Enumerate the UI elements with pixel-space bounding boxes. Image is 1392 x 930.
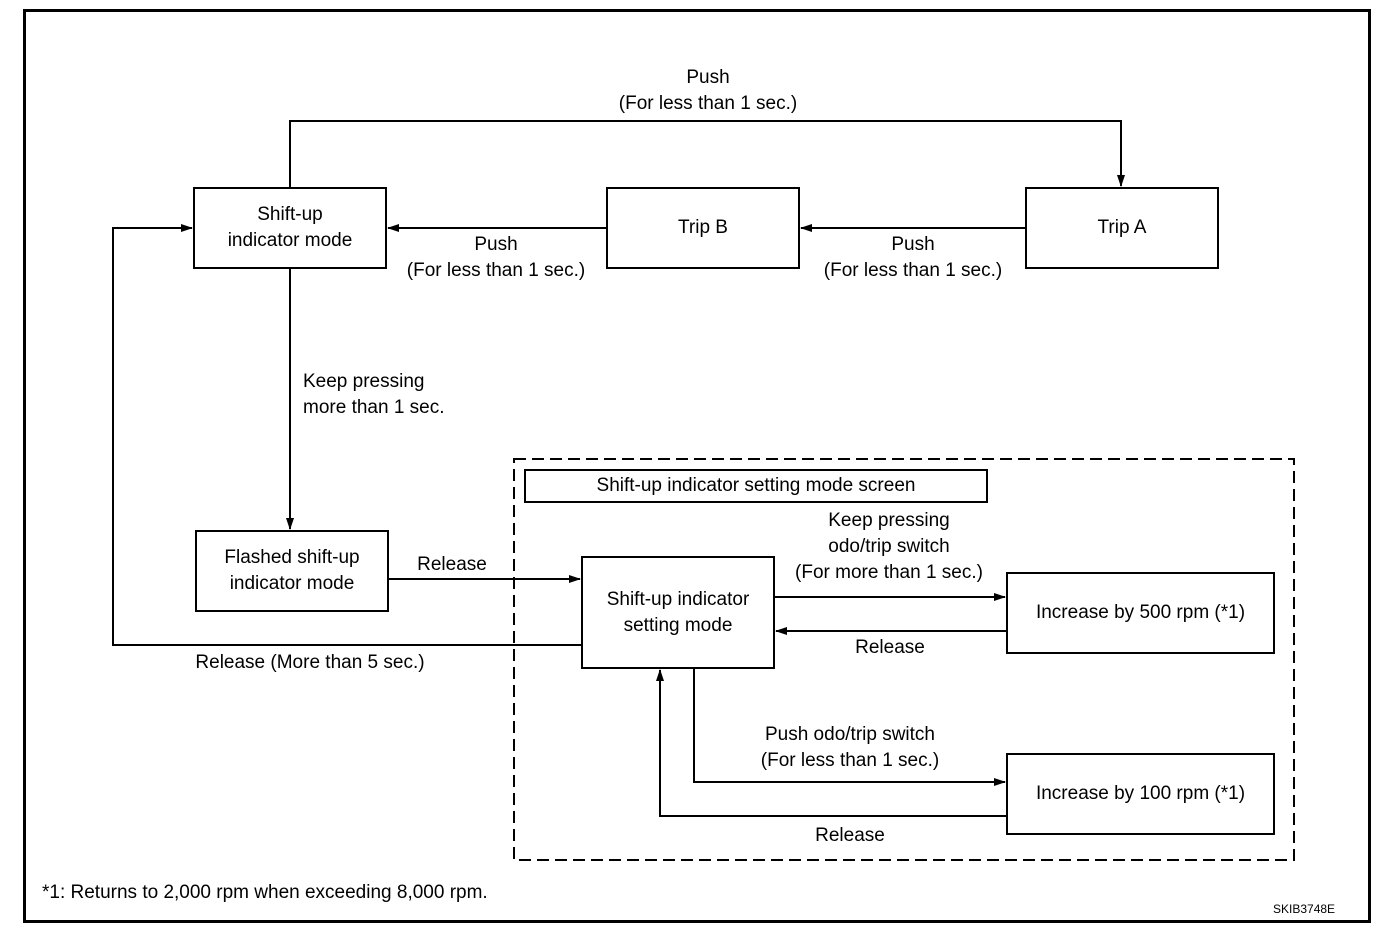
trip-b-label: Trip B <box>678 217 728 238</box>
increase-500-box <box>1006 572 1275 654</box>
setting-mode-box <box>581 556 775 669</box>
edge-release-from-500-label: Release <box>855 637 925 658</box>
setting-screen-title-box <box>524 469 988 503</box>
increase-500-label: Increase by 500 rpm (*1) <box>1035 602 1246 623</box>
setting-mode-screen-group <box>513 458 1295 861</box>
edge-release-from-100 <box>656 669 1007 817</box>
increase-100-box <box>1006 753 1275 835</box>
edge-release-label: Release <box>417 554 487 575</box>
edge-top-push <box>289 120 1125 188</box>
diagram-frame <box>23 9 1371 923</box>
flashed-mode-label: Flashed shift-up indicator mode <box>224 547 360 594</box>
trip-a-label: Trip A <box>1097 217 1147 238</box>
edge-release-from-100-label: Release <box>815 825 885 846</box>
edge-keep-pressing-switch-label: Keep pressing odo/trip switch (For more … <box>795 510 983 583</box>
flashed-mode-box <box>195 530 389 612</box>
edge-keep-pressing-label: Keep pressing more than 1 sec. <box>303 371 445 418</box>
footnote: *1: Returns to 2,000 rpm when exceeding … <box>42 882 488 903</box>
setting-mode-label: Shift-up indicator setting mode <box>606 588 750 636</box>
edge-top-push-label: Push (For less than 1 sec.) <box>618 67 798 114</box>
shift-up-indicator-mode-label: Shift-up indicator mode <box>227 204 353 251</box>
setting-screen-title: Shift-up indicator setting mode screen <box>596 475 916 496</box>
figure-code: SKIB3748E <box>1273 902 1336 916</box>
increase-100-label: Increase by 100 rpm (*1) <box>1035 783 1246 804</box>
edge-release-more-5 <box>112 224 582 646</box>
edge-trip-b-to-shift-label: Push (For less than 1 sec.) <box>406 234 586 281</box>
edge-release-more-5-label: Release (More than 5 sec.) <box>195 652 425 673</box>
edge-trip-a-to-b-label: Push (For less than 1 sec.) <box>823 234 1003 281</box>
edge-push-switch <box>693 668 1006 786</box>
edge-push-switch-label: Push odo/trip switch (For less than 1 se… <box>760 724 940 771</box>
